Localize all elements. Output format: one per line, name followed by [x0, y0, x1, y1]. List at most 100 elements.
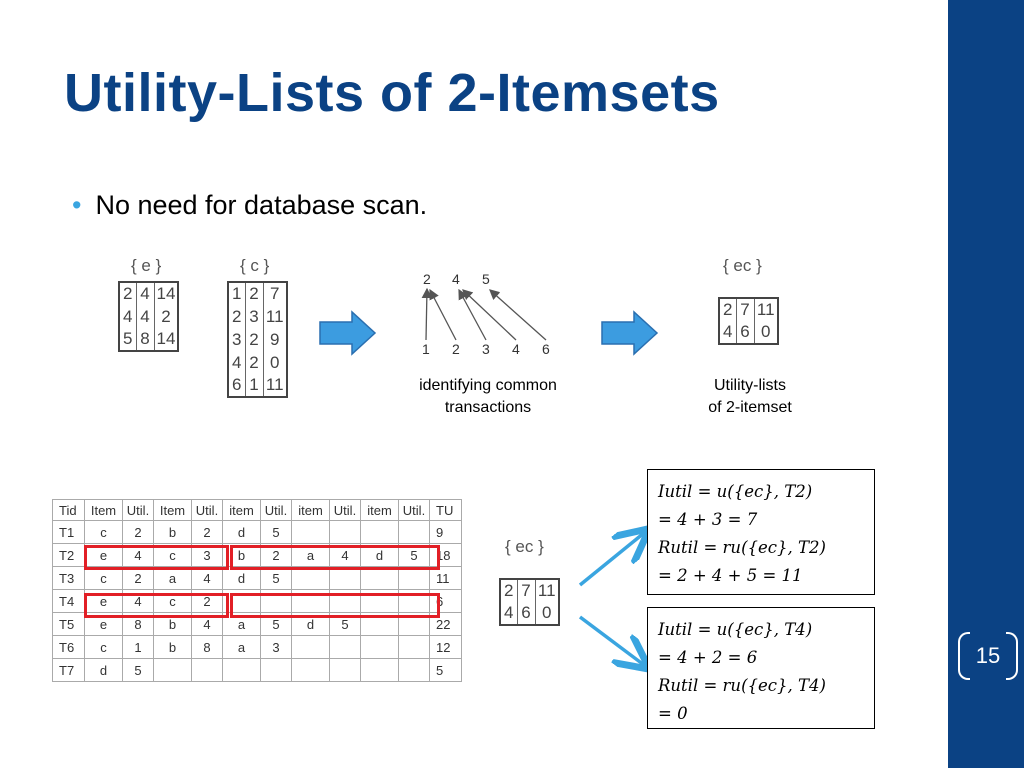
table-cell: T2	[52, 543, 85, 567]
column-header: Item	[84, 499, 123, 521]
column-header: item	[222, 499, 261, 521]
table-cell: T1	[52, 520, 85, 544]
top-number: 4	[452, 271, 460, 287]
top-number: 2	[423, 271, 431, 287]
column-header: item	[360, 499, 399, 521]
table-cell: 2	[122, 520, 154, 544]
table-cell	[291, 658, 330, 682]
column-header: TU	[429, 499, 462, 521]
table-cell: T4	[52, 589, 85, 613]
right-bracket	[1006, 632, 1018, 680]
table-cell: d	[84, 658, 123, 682]
list-cell: 1	[244, 374, 263, 397]
bottom-number: 3	[482, 341, 490, 357]
bottom-number: 4	[512, 341, 520, 357]
table-cell: d	[222, 520, 261, 544]
list-cell: 2	[232, 306, 242, 326]
list-cell: 2	[244, 328, 263, 351]
list-cell: 9	[262, 328, 287, 351]
table-cell: c	[84, 520, 123, 544]
arrow-to-t4	[578, 615, 644, 665]
list-cell: 14	[153, 282, 179, 305]
slide-title: Utility-Lists of 2-Itemsets	[64, 63, 720, 123]
list-cell: 4	[232, 352, 242, 372]
page-number-badge: 15	[958, 630, 1018, 682]
left-bracket	[958, 632, 970, 680]
intersection-diagram: 2 4 5 1 2 3 4 6	[421, 271, 550, 357]
list-cell: 2	[244, 351, 263, 374]
formula-line: Rutil = ru({ec}, T4)	[658, 676, 826, 695]
table-cell	[291, 520, 330, 544]
bullet-item: •No need for database scan.	[72, 190, 427, 221]
caption-line: transactions	[444, 399, 532, 416]
list-c-label: { c }	[240, 256, 270, 275]
list-cell: 11	[534, 579, 559, 602]
list-e-label: { e }	[131, 256, 162, 275]
table-cell: 9	[429, 520, 462, 544]
column-header: Util.	[260, 499, 292, 521]
column-header: Util.	[398, 499, 430, 521]
formula-line: = 0	[658, 704, 688, 723]
list-cell: 11	[262, 305, 287, 328]
table-cell	[398, 658, 430, 682]
page-number: 15	[975, 643, 1001, 668]
top-number: 5	[482, 271, 490, 287]
list-cell: 2	[723, 300, 733, 319]
table-cell: 3	[260, 635, 292, 659]
formula-line: Iutil = u({ec}, T4)	[658, 620, 813, 639]
table-cell	[360, 520, 399, 544]
match-arrow	[489, 289, 547, 341]
column-header: Util.	[329, 499, 361, 521]
list-cell: 0	[534, 602, 559, 625]
column-header: Util.	[191, 499, 223, 521]
formula-box-t2: Iutil = u({ec}, T2) = 4 + 3 = 7 Rutil = …	[647, 469, 875, 595]
list-cell: 1	[232, 284, 242, 303]
table-cell: b	[153, 520, 192, 544]
list-ec-label: { ec }	[505, 537, 544, 556]
table-cell: T7	[52, 658, 85, 682]
list-cell: 0	[753, 321, 778, 344]
table-cell	[329, 658, 361, 682]
table-cell	[191, 658, 223, 682]
highlight-t4-e-c	[84, 593, 229, 618]
column-header: item	[291, 499, 330, 521]
bullet-text: No need for database scan.	[95, 190, 428, 220]
list-cell: 3	[244, 305, 263, 328]
list-cell: 4	[723, 322, 733, 341]
formula-box-t4: Iutil = u({ec}, T4) = 4 + 2 = 6 Rutil = …	[647, 607, 875, 729]
list-cell: 11	[753, 298, 778, 321]
table-cell: 5	[260, 520, 292, 544]
match-arrow	[429, 288, 457, 341]
right-arrow-icon	[319, 310, 377, 356]
list-cell: 2	[504, 581, 514, 600]
table-cell: b	[153, 635, 192, 659]
table-cell	[398, 635, 430, 659]
caption-line: of 2-itemset	[708, 399, 792, 416]
list-cell: 4	[135, 282, 154, 305]
column-header: Util.	[122, 499, 154, 521]
highlight-t2-rest	[230, 545, 440, 570]
table-cell	[360, 658, 399, 682]
match-arrow	[462, 289, 517, 341]
list-cell: 0	[262, 351, 287, 374]
table-cell: T3	[52, 566, 85, 590]
table-cell	[360, 635, 399, 659]
list-cell: 6	[232, 375, 242, 394]
list-cell: 5	[123, 329, 133, 348]
table-cell: 2	[191, 520, 223, 544]
highlight-t4-rest	[230, 593, 440, 618]
